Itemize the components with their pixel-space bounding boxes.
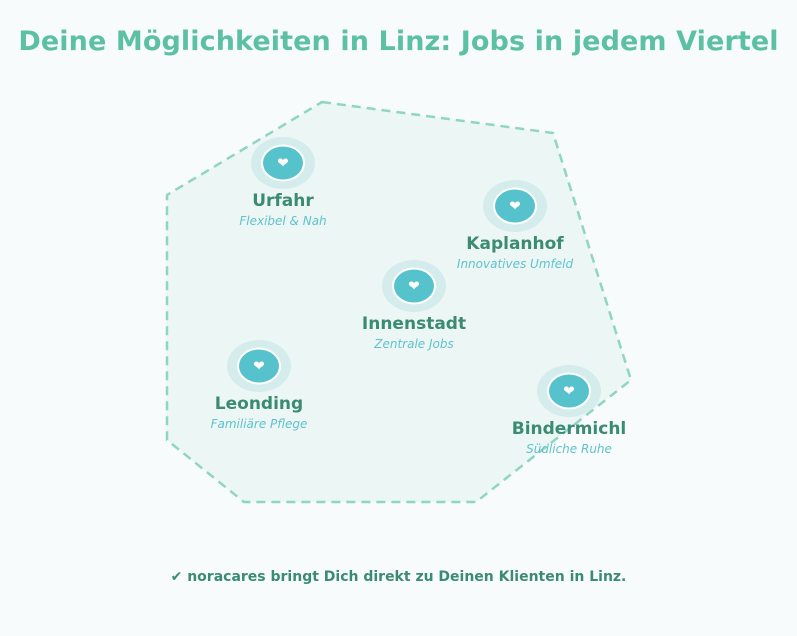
heart-icon: ❤ xyxy=(237,347,281,385)
district-subtitle: Südliche Ruhe xyxy=(526,442,612,456)
pin-halo: ❤ xyxy=(382,260,446,312)
page-title: Deine Möglichkeiten in Linz: Jobs in jed… xyxy=(18,26,779,57)
district-name: Leonding xyxy=(214,394,304,414)
heart-icon: ❤ xyxy=(493,187,537,225)
pin-halo: ❤ xyxy=(537,365,601,417)
district-subtitle: Innovatives Umfeld xyxy=(456,257,574,271)
heart-icon: ❤ xyxy=(392,267,436,305)
district-name: Bindermichl xyxy=(511,419,627,439)
pin-halo: ❤ xyxy=(227,340,291,392)
pin-halo: ❤ xyxy=(251,137,315,189)
heart-icon: ❤ xyxy=(261,144,305,182)
footer-tagline: ✔ noracares bringt Dich direkt zu Deinen… xyxy=(170,569,627,585)
district-subtitle: Flexibel & Nah xyxy=(239,214,327,228)
heart-icon: ❤ xyxy=(547,372,591,410)
district-name: Urfahr xyxy=(252,191,314,211)
district-name: Kaplanhof xyxy=(466,234,564,254)
pin-halo: ❤ xyxy=(483,180,547,232)
district-subtitle: Familiäre Pflege xyxy=(210,417,308,431)
district-subtitle: Zentrale Jobs xyxy=(374,337,454,351)
district-name: Innenstadt xyxy=(361,314,467,334)
